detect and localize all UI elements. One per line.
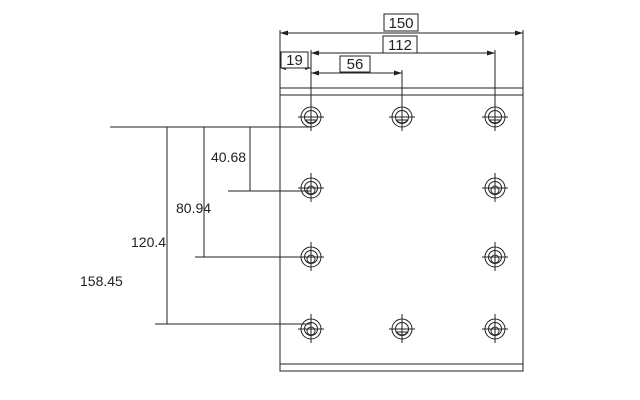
dimension-label-boxes — [280, 13, 419, 73]
mounting-hole — [482, 242, 508, 271]
holes — [298, 102, 508, 343]
mounting-hole — [389, 314, 415, 343]
mounting-hole — [298, 314, 324, 343]
mounting-hole — [389, 102, 415, 131]
dim-label-row-4: 158.45 — [80, 273, 123, 289]
dim-label-row-3: 120.4 — [131, 234, 166, 250]
mounting-hole — [482, 102, 508, 131]
dim-label-row-1: 40.68 — [211, 149, 246, 165]
mounting-hole — [298, 173, 324, 202]
mounting-hole — [482, 173, 508, 202]
dim-label-hole-pitch: 56 — [347, 56, 364, 73]
dim-label-row-2: 80.94 — [176, 200, 211, 216]
mounting-hole — [298, 102, 324, 131]
mounting-hole — [298, 242, 324, 271]
dim-label-hole-span: 112 — [388, 37, 412, 54]
dim-label-top-width: 150 — [388, 15, 413, 32]
left-dimension-lines — [110, 126, 311, 325]
mounting-hole — [482, 314, 508, 343]
dim-label-edge-offset: 19 — [286, 52, 303, 69]
